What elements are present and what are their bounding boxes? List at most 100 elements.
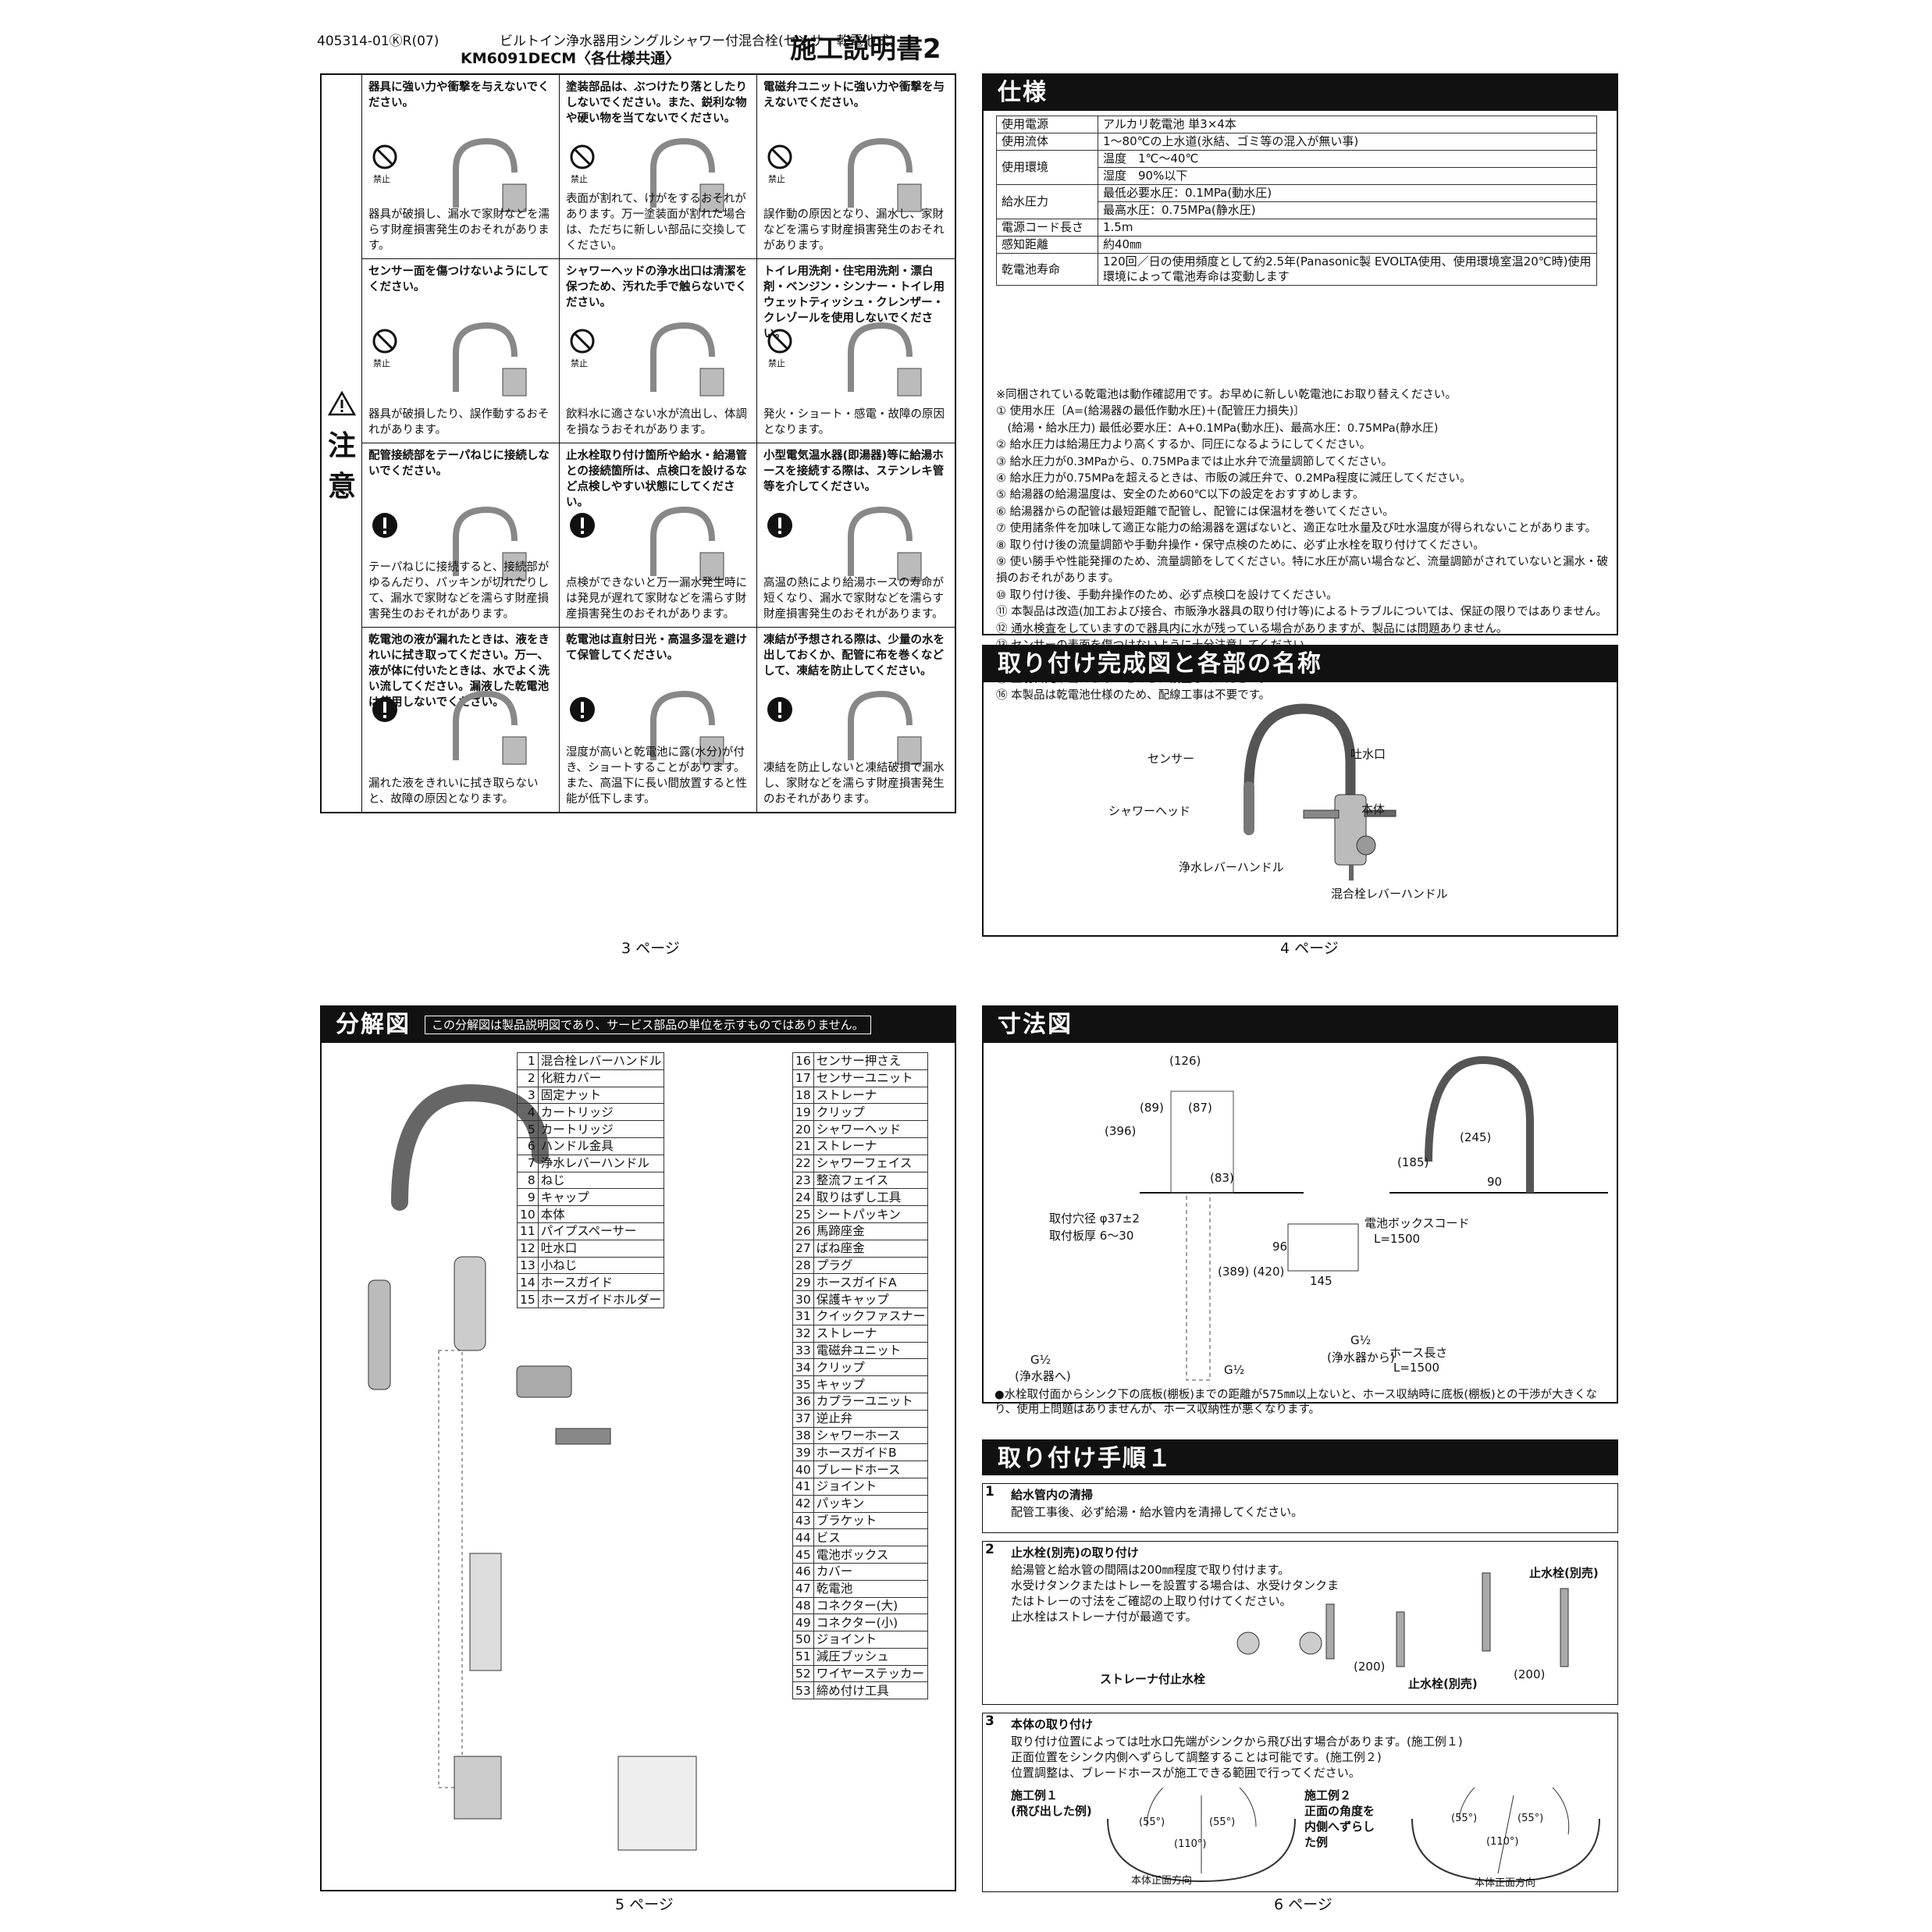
- dim-420: (420): [1253, 1265, 1285, 1279]
- step-1-number: 1: [985, 1484, 994, 1500]
- step-1: 1 給水管内の清掃 配管工事後、必ず給湯・給水管内を清掃してください。: [982, 1483, 1618, 1533]
- part-number: 8: [517, 1171, 539, 1190]
- spec-value: 温度 1℃～40℃: [1098, 150, 1597, 168]
- mandatory-icon: [570, 697, 595, 722]
- part-name: ホースガイド: [537, 1273, 665, 1292]
- example-2-sub-2: 内側へずらし: [1304, 1820, 1375, 1834]
- part-number: 23: [792, 1171, 814, 1190]
- caution-illustration: [453, 322, 527, 397]
- part-name: ビス: [813, 1528, 929, 1547]
- spec-note: (給湯・給水圧力) 最低必要水圧：A+0.1MPa(動水圧)、最高水圧：0.75…: [996, 422, 1439, 435]
- caution-cell: シャワーヘッドの浄水出口は清潔を保つため、汚れた手で触らないでください。禁止飲料…: [560, 259, 757, 443]
- step-2-title: 止水栓(別売)の取り付け: [1011, 1546, 1139, 1560]
- prohibit-icon: [767, 144, 792, 169]
- caution-heading: 乾電池の液が漏れたときは、液をきれいに拭き取ってください。万一、液が体に付いたと…: [368, 634, 550, 709]
- caution-heading: センサー面を傷つけないようにしてください。: [368, 265, 550, 294]
- part-number: 19: [792, 1103, 814, 1122]
- caution-illustration: [650, 137, 724, 212]
- part-number: 36: [792, 1392, 814, 1411]
- part-name: カートリッジ: [537, 1103, 665, 1122]
- g-half-3-sub: (浄水器から): [1327, 1350, 1395, 1364]
- part-name: ブラケット: [813, 1511, 929, 1530]
- caution-illustration: [848, 690, 922, 765]
- spec-note: ② 給水圧力は給湯圧力より高くするか、同圧になるようにしてください。: [996, 439, 1372, 452]
- mandatory-icon: [767, 697, 792, 722]
- angle-55-a: (55°): [1139, 1816, 1165, 1828]
- dimension-drawing: [1140, 1055, 1608, 1381]
- model-number: KM6091DECM〈各仕様共通〉: [461, 50, 681, 67]
- stop-valve-illustration: [1236, 1572, 1569, 1667]
- mount-hole: 取付穴径 φ37±2: [1049, 1212, 1140, 1226]
- prohibit-icon: [570, 329, 595, 354]
- prohibit-label: 禁止: [571, 358, 588, 368]
- part-name: カバー: [813, 1562, 929, 1581]
- part-name: プラグ: [813, 1256, 929, 1275]
- caution-cell: 電磁弁ユニットに強い力や衝撃を与えないでください。禁止誤作動の原因となり、漏水し…: [757, 75, 955, 259]
- spec-row: 感知距離約40㎜: [996, 236, 1597, 254]
- spec-key: 電源コード長さ: [996, 219, 1098, 237]
- page-number-6: 6 ページ: [1274, 1896, 1332, 1913]
- dim-87: (87): [1188, 1101, 1212, 1115]
- g-half-1: G½: [1030, 1353, 1051, 1367]
- assembly-figure-section: 取り付け完成図と各部の名称 センサー 吐水口 シャワーヘッド 本体 浄水レバーハ…: [982, 645, 1618, 937]
- example-1-sub: (飛び出した例): [1011, 1804, 1092, 1818]
- caution-heading: 配管接続部をテーパねじに接続しないでください。: [368, 450, 550, 478]
- part-number: 43: [792, 1511, 814, 1530]
- step-3-title: 本体の取り付け: [1011, 1717, 1094, 1731]
- part-name: 乾電池: [813, 1579, 929, 1598]
- step-2-body-1: 給湯管と給水管の間隔は200㎜程度で取り付けます。: [1011, 1563, 1290, 1577]
- caution-heading: 凍結が予想される際は、少量の水を出しておくか、配管に布を巻くなどして、凍結を防止…: [763, 634, 945, 678]
- caution-grid: 器具に強い力や衝撃を与えないでください。禁止器具が破損し、漏水で家財などを濡らす…: [362, 75, 955, 812]
- label-jousui-lever: 浄水レバーハンドル: [1179, 860, 1284, 874]
- spec-note: ⑧ 取り付け後の流量調節や手動弁操作・保守点検のために、必ず止水栓を取り付けてく…: [996, 539, 1485, 552]
- dimension-note: ●水栓取付面からシンク下の底板(棚板)までの距離が575㎜以上ないと、ホース収納…: [994, 1389, 1598, 1416]
- part-number: 2: [517, 1069, 539, 1087]
- prohibit-icon: [372, 329, 397, 354]
- caution-heading: 塗装部品は、ぶつけたり落としたりしないでください。また、鋭利な物や硬い物を当てな…: [566, 81, 747, 125]
- angle-55-d: (55°): [1517, 1813, 1544, 1824]
- page-number-4: 4 ページ: [1280, 940, 1339, 957]
- spacing-200-1: (200): [1354, 1660, 1386, 1674]
- part-number: 6: [517, 1137, 539, 1155]
- part-number: 34: [792, 1358, 814, 1377]
- part-name: ストレーナ: [813, 1086, 929, 1105]
- caution-cell: 小型電気温水器(即湯器)等に給湯ホースを接続する際は、ステンレキ管等を介してくだ…: [757, 443, 955, 628]
- part-number: 21: [792, 1137, 814, 1155]
- part-name: クイックファスナー: [813, 1307, 929, 1325]
- part-number: 30: [792, 1290, 814, 1308]
- caution-body: 表面が割れて、けがをするおそれがあります。万一塗装面が割れた場合は、ただちに新し…: [566, 193, 747, 252]
- front-direction-b: 本体正面方向: [1475, 1877, 1536, 1889]
- caution-body: 器具が破損し、漏水で家財などを濡らす財産損害発生のおそれがあります。: [368, 208, 550, 252]
- caution-illustration: [453, 137, 527, 212]
- spec-note: ① 使用水圧〔A=(給湯器の最低作動水圧)＋(配管圧力損失)〕: [996, 405, 1305, 418]
- example-2-title: 施工例２: [1304, 1788, 1352, 1802]
- part-number: 20: [792, 1120, 814, 1138]
- caution-illustration: [848, 506, 922, 581]
- battery-cord-length: L=1500: [1374, 1232, 1421, 1246]
- part-number: 33: [792, 1341, 814, 1360]
- part-name: パイプスペーサー: [537, 1222, 665, 1240]
- caution-body: 誤作動の原因となり、漏水し、家財などを濡らす財産損害発生のおそれがあります。: [763, 208, 945, 252]
- part-number: 11: [517, 1222, 539, 1240]
- g-half-2: G½: [1224, 1363, 1245, 1377]
- part-number: 27: [792, 1239, 814, 1258]
- label-mix-lever: 混合栓レバーハンドル: [1331, 887, 1448, 901]
- part-number: 48: [792, 1596, 814, 1615]
- spec-row: 給水圧力最低必要水圧：0.1MPa(動水圧): [996, 184, 1597, 219]
- spec-key: 使用流体: [996, 133, 1098, 151]
- label-spout: 吐水口: [1350, 747, 1386, 761]
